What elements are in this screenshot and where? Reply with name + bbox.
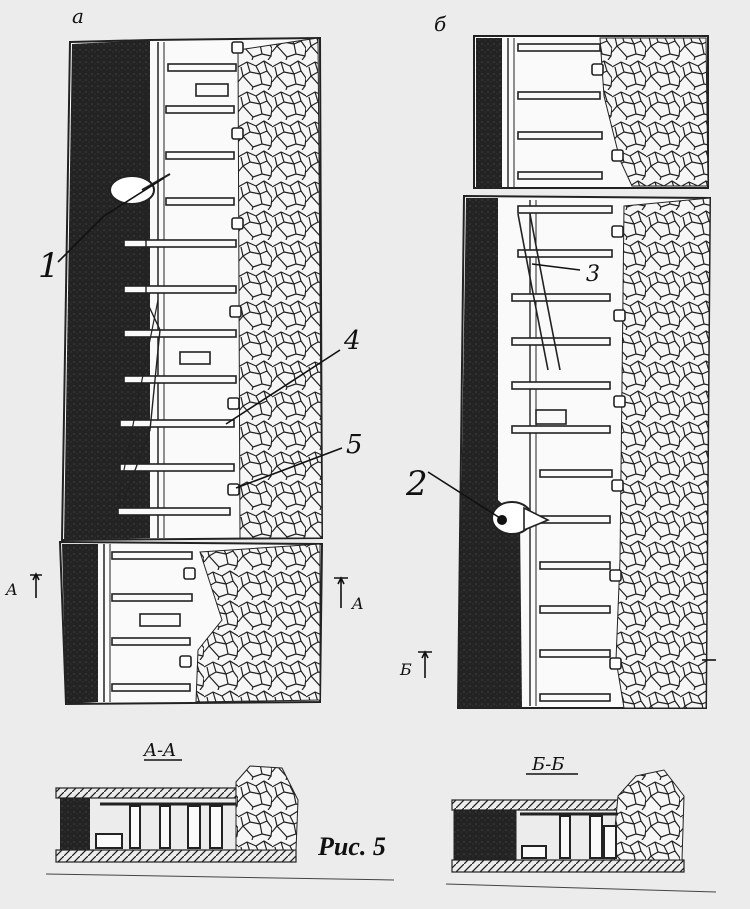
section-a-left-label: A — [6, 580, 18, 599]
leader-5 — [235, 447, 343, 489]
section-aa — [45, 759, 395, 881]
section-bb-title: Б-Б — [532, 754, 565, 775]
figure-caption: Рис. 5 — [318, 832, 386, 861]
coal-seam-b — [458, 198, 522, 708]
callout-2: 2 — [406, 464, 428, 504]
section-aa-title: A-A — [144, 740, 177, 761]
section-b-left-label: Б — [400, 660, 412, 679]
props-a-upper — [117, 63, 237, 516]
panel-a-lower — [58, 540, 324, 706]
goaf-rock-aa — [235, 765, 299, 851]
leader-3 — [531, 263, 581, 271]
coal-seam-a-upper — [64, 40, 150, 540]
panel-a-upper — [60, 36, 324, 542]
cutter-head-1 — [109, 175, 155, 205]
goaf-rock-b — [615, 197, 711, 709]
goaf-rock-a-lower — [195, 543, 321, 703]
leader-1 — [57, 177, 165, 263]
panel-b-main — [456, 194, 712, 709]
section-mark-a — [30, 572, 348, 608]
section-a-right-label: A — [352, 594, 364, 613]
figure-a — [30, 36, 348, 706]
section-bb — [445, 769, 717, 893]
callout-4: 4 — [344, 326, 361, 356]
goaf-rock-a-upper — [237, 37, 323, 539]
figure-a-label: а — [72, 4, 84, 28]
cribs-a-upper — [227, 41, 244, 496]
leader-2 — [427, 471, 501, 519]
section-mark-b — [418, 650, 432, 678]
coal-seam-a-lower — [62, 544, 98, 704]
callout-3: 3 — [586, 262, 600, 287]
figure-b — [418, 35, 716, 709]
callout-1: 1 — [38, 246, 60, 286]
callout-5: 5 — [346, 430, 363, 460]
leader-4 — [225, 349, 341, 425]
goaf-rock-bb — [611, 769, 685, 861]
panel-b-upper — [473, 35, 709, 189]
figure-b-label: б — [434, 12, 447, 36]
